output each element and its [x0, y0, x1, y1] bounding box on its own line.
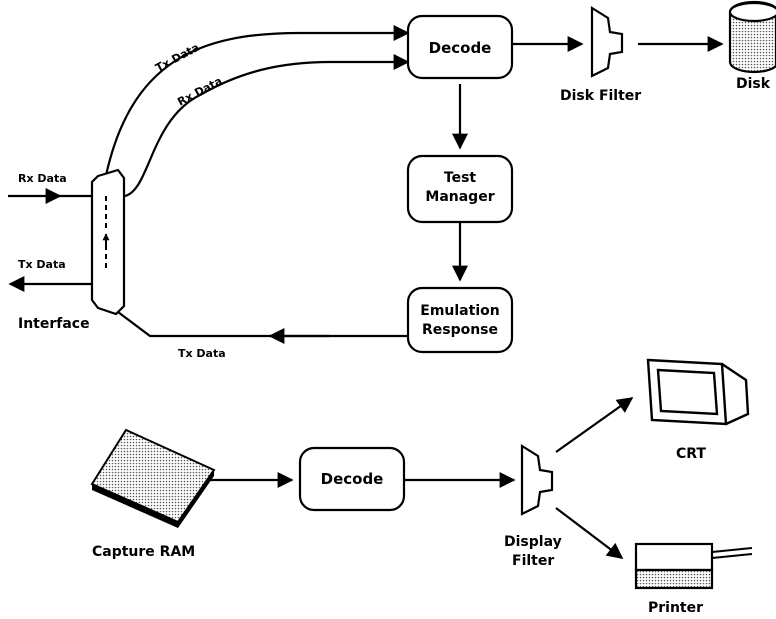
disk-icon	[728, 0, 776, 74]
test-manager-label-1: Test	[444, 170, 477, 186]
tx-data-bottom-label: Tx Data	[178, 347, 226, 360]
emulation-response-box	[406, 286, 514, 354]
display-filter-to-printer-arrow	[555, 507, 624, 559]
decode-top-box	[406, 14, 514, 80]
interface-label: Interface	[18, 316, 90, 332]
rx-data-top-wire	[124, 54, 410, 198]
decode-bottom-label: Decode	[321, 470, 384, 488]
capture-ram-label: Capture RAM	[92, 544, 195, 560]
tx-data-top-label: Tx Data	[153, 41, 201, 75]
disk-label: Disk	[736, 76, 771, 92]
test-manager-label-2: Manager	[425, 189, 494, 205]
display-filter-label-1: Display	[504, 534, 562, 550]
tx-data-left-label: Tx Data	[18, 258, 66, 271]
tx-data-top-wire	[103, 25, 410, 181]
emulation-label-1: Emulation	[420, 303, 499, 319]
rx-data-left-label: Rx Data	[18, 172, 67, 185]
printer-label: Printer	[648, 600, 703, 616]
capture-ram-icon	[90, 428, 216, 528]
tx-data-bottom-wire	[117, 311, 408, 338]
crt-label: CRT	[676, 446, 706, 462]
rx-data-top-label: Rx Data	[175, 74, 224, 108]
display-filter-label-2: Filter	[512, 553, 554, 569]
crt-icon	[646, 358, 750, 426]
printer-icon	[634, 542, 753, 590]
interface-block	[90, 168, 126, 316]
emulation-label-2: Response	[422, 322, 498, 338]
decode-top-label: Decode	[429, 39, 492, 57]
disk-filter-label: Disk Filter	[560, 88, 641, 104]
disk-filter-icon	[590, 6, 624, 78]
display-filter-to-crt-arrow	[555, 397, 634, 453]
display-filter-icon	[520, 444, 554, 516]
